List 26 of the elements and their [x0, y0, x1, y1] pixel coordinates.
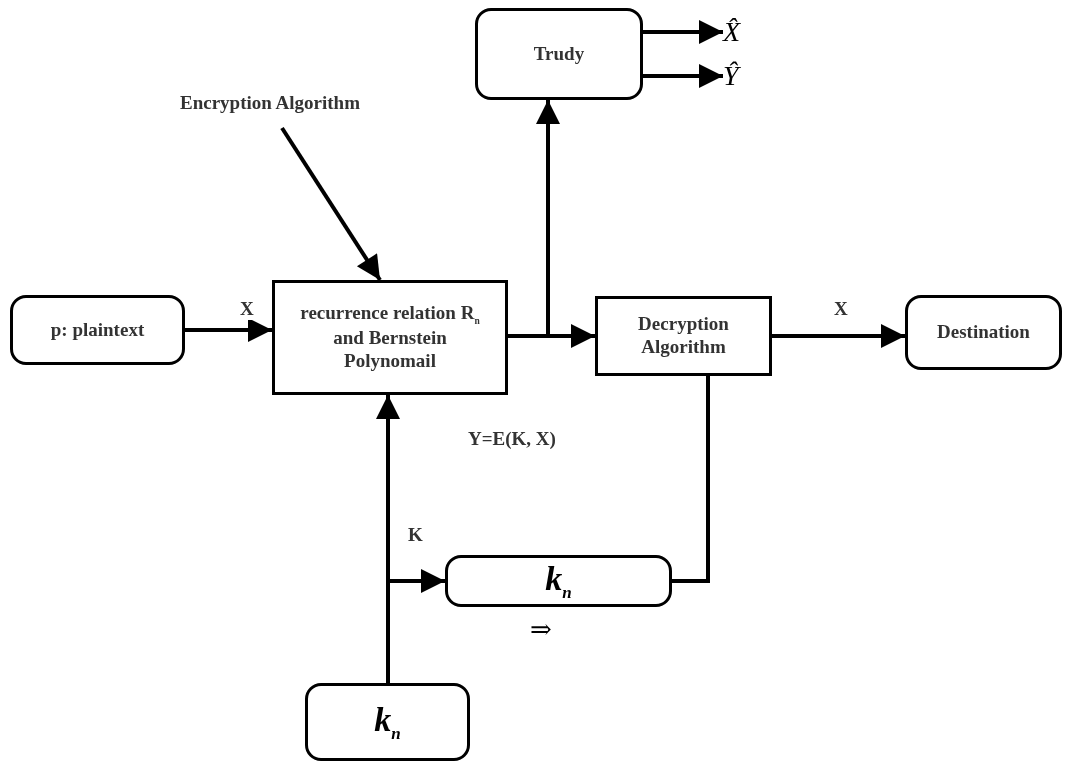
process-box [475, 8, 643, 100]
process-box [272, 280, 508, 395]
box-label: Destination [936, 321, 1031, 344]
node-label: Ŷ [723, 56, 759, 96]
box-label: Decryption Algorithm [637, 313, 730, 359]
arrow [772, 324, 905, 348]
process-box [445, 555, 672, 607]
arrow [185, 318, 272, 342]
implies-symbol: ⇒ [530, 614, 552, 645]
process-box [905, 295, 1062, 370]
box-label: recurrence relation R$_{n}$ and Bernstein Polynomail [299, 302, 481, 373]
process-box [305, 683, 470, 761]
box-label: k$_{n}$ [373, 699, 402, 745]
box-label: p: plaintext [49, 318, 146, 342]
node-label: X̂ [723, 12, 759, 52]
arrow [386, 569, 445, 683]
box-label: k$_{n}$ [544, 558, 573, 604]
arrow [280, 126, 382, 282]
arrow [508, 100, 560, 338]
arrow [643, 64, 723, 88]
formula-label: Y=E(K, X) [468, 428, 556, 450]
process-box [595, 296, 772, 376]
arrow [643, 20, 723, 44]
box-label: Trudy [532, 42, 586, 66]
process-box [10, 295, 185, 365]
node-label: Encryption Algorithm [140, 88, 400, 118]
